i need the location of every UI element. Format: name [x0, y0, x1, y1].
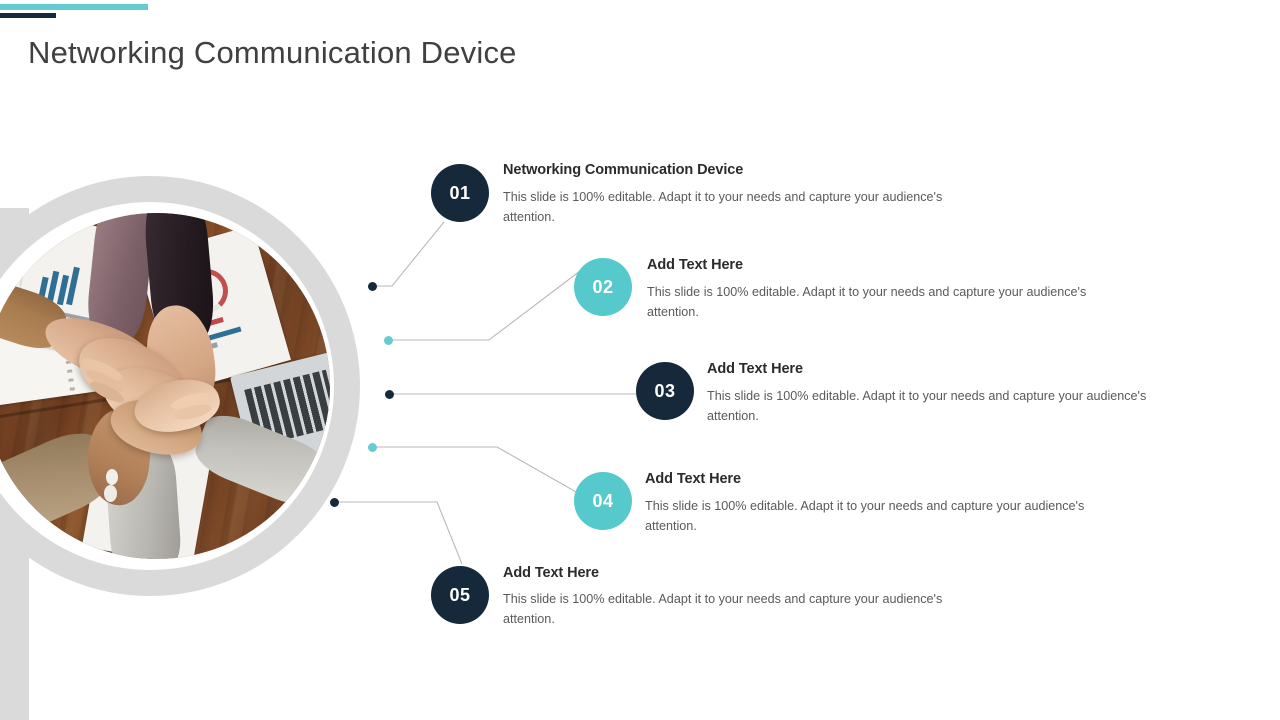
team-hands-photo: [0, 213, 330, 559]
connector-line-02: [392, 267, 585, 341]
item-title-02: Add Text Here: [647, 257, 743, 273]
accent-bar-navy: [0, 13, 56, 18]
item-body-04: This slide is 100% editable. Adapt it to…: [645, 499, 1085, 533]
photo-sleeve-button: [104, 485, 117, 502]
ring-node-dot-03: [385, 390, 394, 399]
item-body-02: This slide is 100% editable. Adapt it to…: [647, 285, 1087, 319]
item-title-04: Add Text Here: [645, 471, 741, 487]
page-title: Networking Communication Device: [28, 35, 517, 70]
ring-node-dot-01: [368, 282, 377, 291]
photo-wood-table: [0, 213, 330, 559]
item-body-05: This slide is 100% editable. Adapt it to…: [503, 592, 943, 626]
ring-node-dot-02: [384, 336, 393, 345]
item-title-03: Add Text Here: [707, 361, 803, 377]
item-number-badge-04: 04: [574, 472, 632, 530]
item-body-01: This slide is 100% editable. Adapt it to…: [503, 190, 943, 224]
accent-bar-teal: [0, 4, 148, 10]
item-number-badge-05: 05: [431, 566, 489, 624]
ring-node-dot-04: [368, 443, 377, 452]
item-body-03: This slide is 100% editable. Adapt it to…: [707, 389, 1147, 423]
connector-line-04: [377, 446, 586, 498]
item-number-badge-03: 03: [636, 362, 694, 420]
connector-line-01: [377, 221, 445, 287]
ring-node-dot-05: [330, 498, 339, 507]
photo-sleeve-button: [106, 469, 118, 485]
item-title-01: Networking Communication Device: [503, 162, 744, 178]
connector-line-05: [339, 501, 463, 565]
item-number-badge-01: 01: [431, 164, 489, 222]
item-title-05: Add Text Here: [503, 565, 599, 581]
item-number-badge-02: 02: [574, 258, 632, 316]
